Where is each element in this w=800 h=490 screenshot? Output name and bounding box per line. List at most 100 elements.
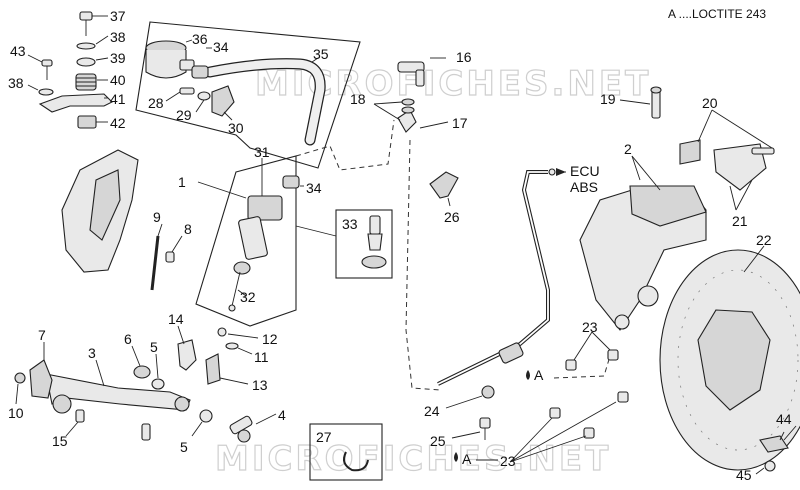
callout-1: 1 xyxy=(178,174,186,190)
banjo-bolt-17 xyxy=(397,98,417,133)
washer-5-lower xyxy=(199,409,213,423)
callout-18: 18 xyxy=(350,91,366,107)
callout-39: 39 xyxy=(110,50,126,66)
brake-caliper xyxy=(579,185,707,331)
watermark-bottom: MICROFICHES.NET xyxy=(215,439,611,479)
rod-end-13 xyxy=(205,353,221,385)
callout-45: 45 xyxy=(736,467,752,483)
dashed-guide-lower xyxy=(405,139,441,391)
callout-13: 13 xyxy=(252,377,268,393)
bushing-6 xyxy=(133,365,151,379)
washer-29 xyxy=(197,91,211,101)
hose-clamp-34-lower xyxy=(282,175,300,189)
callout-33: 33 xyxy=(342,216,358,232)
clip-27 xyxy=(343,451,369,472)
callout-5-upper: 5 xyxy=(150,339,158,355)
legend-loctite: A ....LOCTITE 243 xyxy=(668,7,766,21)
brake-pads xyxy=(679,139,775,191)
screw-15 xyxy=(75,409,85,423)
callout-7: 7 xyxy=(38,327,46,343)
nut-10 xyxy=(14,372,26,384)
callout-3: 3 xyxy=(88,345,96,361)
callout-44: 44 xyxy=(776,411,792,427)
callout-41: 41 xyxy=(110,91,126,107)
callout-11: 11 xyxy=(254,349,269,365)
washer-5-upper xyxy=(151,378,165,390)
washer-11 xyxy=(225,342,239,350)
callout-43: 43 xyxy=(10,43,26,59)
pipe-union xyxy=(498,342,524,364)
callout-15: 15 xyxy=(52,433,68,449)
callout-37: 37 xyxy=(110,8,126,24)
callout-38: 38 xyxy=(110,29,126,45)
caliper-bolts xyxy=(549,349,629,439)
abs-brake-pipe xyxy=(437,170,550,386)
callout-21: 21 xyxy=(732,213,748,229)
hardware-stack xyxy=(38,11,113,129)
pipe-clamp-24 xyxy=(481,385,495,399)
bleed-valve-19 xyxy=(650,86,662,119)
callout-6: 6 xyxy=(124,331,132,347)
master-cylinder xyxy=(228,195,283,312)
callout-34-top: 34 xyxy=(213,39,229,55)
part-27-frame xyxy=(309,423,383,481)
callout-16: 16 xyxy=(456,49,472,65)
callout-23-upper: 23 xyxy=(582,319,598,335)
loctite-drop-icon-lower xyxy=(454,452,458,462)
loctite-drop-icon xyxy=(526,370,530,380)
callout-4: 4 xyxy=(278,407,286,423)
callout-26: 26 xyxy=(444,209,460,225)
master-cylinder-frame xyxy=(195,155,297,327)
screw-28 xyxy=(179,87,195,95)
callout-38-left: 38 xyxy=(8,75,24,91)
part-33-frame xyxy=(335,209,393,279)
bracket-30 xyxy=(211,85,235,117)
callout-9: 9 xyxy=(153,209,161,225)
callout-29: 29 xyxy=(176,107,192,123)
callout-8: 8 xyxy=(184,221,192,237)
elbow-fitting-33 xyxy=(361,215,387,269)
loctite-marker-lower: A xyxy=(462,451,472,467)
hose-clamp-34 xyxy=(191,65,209,79)
pivot-bolt-4 xyxy=(229,415,253,443)
return-spring-9 xyxy=(150,235,160,291)
dashed-guide-caliper xyxy=(553,355,611,379)
ecu-arrow-icon xyxy=(556,168,566,176)
callout-28: 28 xyxy=(148,95,164,111)
callout-24: 24 xyxy=(424,403,440,419)
callout-35: 35 xyxy=(313,46,329,62)
banjo-fitting-16 xyxy=(397,61,425,87)
callout-30: 30 xyxy=(228,120,244,136)
callout-34-lower: 34 xyxy=(306,180,322,196)
clip-26 xyxy=(429,171,459,199)
brake-disc xyxy=(659,249,800,471)
bolt-8 xyxy=(165,251,175,263)
callout-27: 27 xyxy=(316,429,332,445)
callout-17: 17 xyxy=(452,115,468,131)
abs-label: ABS xyxy=(570,179,598,195)
callout-36: 36 xyxy=(192,31,208,47)
callout-42: 42 xyxy=(110,115,126,131)
callout-2: 2 xyxy=(624,141,632,157)
callout-31: 31 xyxy=(254,144,270,160)
pin xyxy=(141,423,151,441)
callout-32: 32 xyxy=(240,289,256,305)
callout-12: 12 xyxy=(262,331,278,347)
disc-bolt xyxy=(759,425,797,472)
nut-12 xyxy=(217,327,227,337)
brake-fluid-reservoir xyxy=(145,40,195,79)
callout-10: 10 xyxy=(8,405,24,421)
callout-25: 25 xyxy=(430,433,446,449)
reservoir-group-frame xyxy=(135,21,361,169)
brake-pedal-lever xyxy=(45,373,191,414)
loctite-marker-upper: A xyxy=(534,367,544,383)
screw-25 xyxy=(479,417,491,440)
reservoir-hose xyxy=(204,58,326,146)
callout-20: 20 xyxy=(702,95,718,111)
callout-22: 22 xyxy=(756,232,772,248)
ecu-label: ECU xyxy=(570,163,600,179)
callout-5-lower: 5 xyxy=(180,439,188,455)
callout-23-lower: 23 xyxy=(500,453,516,469)
callout-19: 19 xyxy=(600,91,616,107)
